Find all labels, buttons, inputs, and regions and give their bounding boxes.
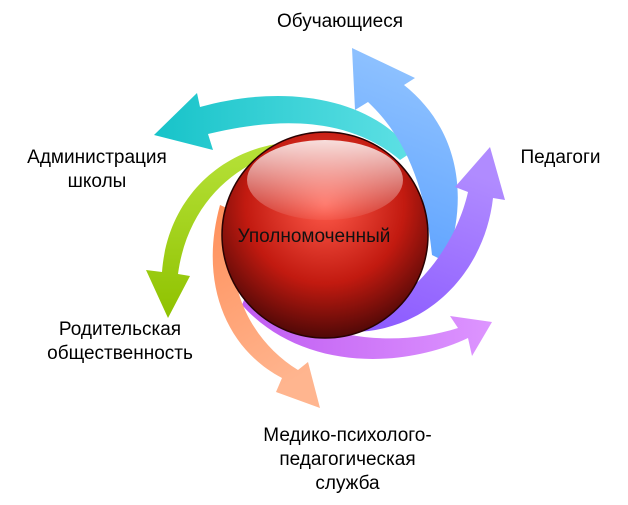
label-parents: Родительская общественность <box>47 319 193 364</box>
arrow-bottom-right <box>242 285 492 359</box>
label-teachers: Педагоги <box>520 147 601 168</box>
arrow-to-administration <box>154 93 412 160</box>
arrow-to-parents <box>146 142 298 318</box>
arrow-to-students <box>352 48 458 262</box>
label-medical-service: Медико-психолого- педагогическая служба <box>263 425 432 494</box>
center-sphere <box>221 131 429 339</box>
label-administration: Администрация школы <box>27 147 167 192</box>
center-label: Уполномоченный <box>237 226 391 247</box>
label-students: Обучающиеся <box>276 11 404 32</box>
arrow-to-teachers <box>355 147 505 332</box>
